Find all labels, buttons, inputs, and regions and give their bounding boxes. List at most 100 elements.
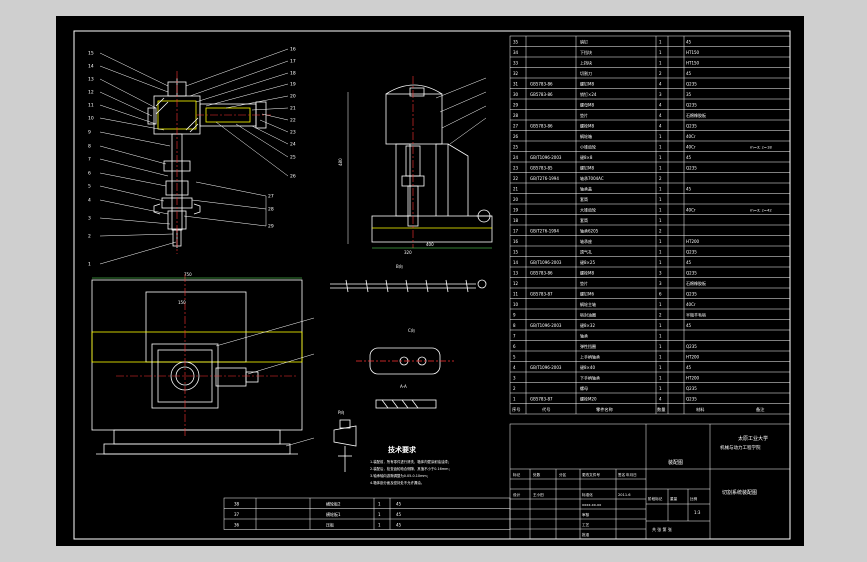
part-material: HT200 <box>686 375 700 380</box>
tb-fenqu: 分区 <box>559 472 567 477</box>
part-no: 4 <box>513 365 516 370</box>
leaders-right <box>183 48 289 227</box>
part-material: 45 <box>686 186 692 191</box>
part-no: 29 <box>513 102 519 107</box>
balloon-number: 2 <box>88 234 91 240</box>
part-qty: 3 <box>659 281 662 286</box>
balloon-number: 18 <box>290 71 296 77</box>
part-no: 9 <box>513 312 516 317</box>
part-name: 螺栓M20 <box>580 395 597 401</box>
label-section-aa: A-A <box>400 384 407 389</box>
small-part-qty: 1 <box>378 512 381 517</box>
part-no: 16 <box>513 239 519 244</box>
tb-biaoji: 标记 <box>513 472 521 477</box>
tb-gongyi: 工艺 <box>582 522 590 527</box>
tb-zhongliang: 重量 <box>670 496 678 501</box>
small-part-no: 36 <box>234 522 240 527</box>
part-qty: 2 <box>659 176 662 181</box>
part-no: 19 <box>513 207 519 212</box>
tb-design-date: 2011.6 <box>618 493 631 497</box>
part-material: 45 <box>686 71 692 76</box>
part-material: Q235 <box>686 344 697 349</box>
part-name: 螺栓M8 <box>580 122 594 128</box>
balloon-number: 25 <box>290 155 296 161</box>
part-no: 12 <box>513 281 519 286</box>
part-name: 大锥齿轮 <box>580 206 596 212</box>
dim-plan-width: 750 <box>184 272 192 277</box>
tb-pizhun: 批准 <box>582 532 590 537</box>
small-part-material: 45 <box>396 512 402 517</box>
part-qty: 1 <box>659 50 662 55</box>
header-material: 材料 <box>696 406 705 413</box>
part-name: 键8×8 <box>580 154 593 160</box>
small-part-material: 45 <box>396 501 402 506</box>
part-qty: 2 <box>659 228 662 233</box>
part-name: 键8×32 <box>580 322 595 328</box>
part-qty: 1 <box>659 302 662 307</box>
tb-std-date: xxxx.xx.xx <box>582 503 602 507</box>
part-material: Q235 <box>686 123 697 128</box>
balloon-number: 16 <box>290 47 296 53</box>
balloon-number: 8 <box>88 144 91 150</box>
part-material: HT150 <box>686 60 700 65</box>
part-qty: 1 <box>659 249 662 254</box>
part-no: 35 <box>513 39 519 44</box>
part-qty: 4 <box>659 102 662 107</box>
part-qty: 1 <box>659 39 662 44</box>
part-qty: 6 <box>659 291 662 296</box>
part-no: 18 <box>513 218 519 223</box>
small-part-qty: 1 <box>378 522 381 527</box>
part-no: 23 <box>513 165 519 170</box>
part-material: HT200 <box>686 354 700 359</box>
balloon-number: 1 <box>88 262 91 268</box>
title-school: 太原工业大学 <box>738 435 768 442</box>
part-no: 15 <box>513 249 519 254</box>
part-no: 3 <box>513 375 516 380</box>
part-no: 13 <box>513 270 519 275</box>
balloon-number: 12 <box>88 90 94 96</box>
balloon-number: 21 <box>290 106 296 112</box>
part-material: Q235 <box>686 249 697 254</box>
small-part-qty: 1 <box>378 501 381 506</box>
part-name: 螺钉M8 <box>580 80 594 86</box>
part-note: m=3; z=18 <box>750 144 772 149</box>
tech-req-line-2: 2.装配后，检查齿轮啮合侧隙，其值不小于0.16mm； <box>370 466 452 471</box>
part-qty: 1 <box>659 333 662 338</box>
label-view-b: B向 <box>396 263 403 269</box>
balloon-number: 4 <box>88 198 91 204</box>
part-no: 14 <box>513 260 519 265</box>
small-part-no: 38 <box>234 501 240 506</box>
tech-req-title: 技术要求 <box>388 445 417 454</box>
tb-sheet-count: 共 张 第 张 <box>652 526 672 532</box>
part-name: 下手柄轴承 <box>580 374 600 380</box>
part-name: 键8×40 <box>580 364 595 370</box>
part-qty: 1 <box>659 365 662 370</box>
balloon-number: 19 <box>290 82 296 88</box>
part-no: 10 <box>513 302 519 307</box>
tb-shenhe: 审核 <box>582 512 590 517</box>
small-part-material: 45 <box>396 522 402 527</box>
part-name: 螺母M8 <box>580 101 594 107</box>
part-no: 6 <box>513 344 516 349</box>
part-qty: 1 <box>659 165 662 170</box>
parts-list-grid <box>509 35 791 415</box>
part-code: GB/T1096-2003 <box>530 323 562 328</box>
tech-req-line-4: 4.箱体剖分面及密封处不允许漏油。 <box>370 480 424 485</box>
part-qty: 1 <box>659 197 662 202</box>
part-no: 17 <box>513 228 519 233</box>
part-qty: 1 <box>659 323 662 328</box>
balloon-number: 11 <box>88 103 94 109</box>
part-code: GB5783-86 <box>530 81 553 86</box>
part-material: HT200 <box>686 239 700 244</box>
part-qty: 1 <box>659 144 662 149</box>
part-qty: 1 <box>659 375 662 380</box>
small-part-name: 压板 <box>326 521 334 527</box>
part-no: 25 <box>513 144 519 149</box>
balloon-number: 7 <box>88 157 91 163</box>
part-qty: 1 <box>659 386 662 391</box>
part-no: 8 <box>513 323 516 328</box>
part-qty: 1 <box>659 60 662 65</box>
dim-plan-inner: 150 <box>178 300 186 305</box>
